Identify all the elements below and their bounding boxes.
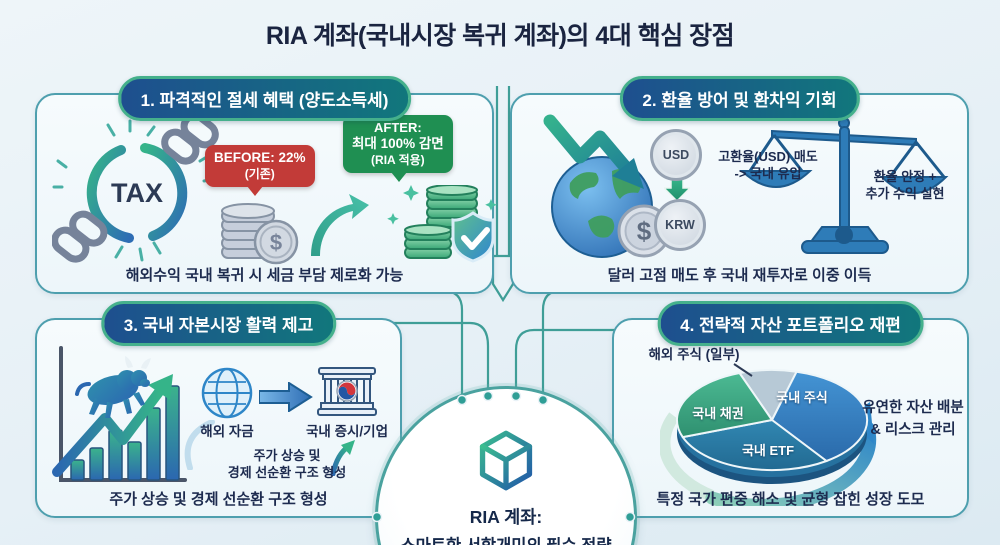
balance-scale-icon	[739, 117, 949, 254]
slice-domestic-bond	[675, 372, 773, 439]
badge-tail	[246, 185, 263, 196]
globe-icon	[201, 367, 253, 419]
panel-portfolio: 4. 전략적 자산 포트폴리오 재편	[612, 301, 969, 518]
after-line1: AFTER:	[374, 120, 422, 135]
before-line2: (기존)	[244, 166, 275, 181]
panel4-header: 4. 전략적 자산 포트폴리오 재편	[657, 301, 924, 346]
after-badge: AFTER: 최대 100% 감면 (RIA 적용)	[343, 115, 453, 183]
ria-cube-logo	[479, 430, 533, 491]
falling-rate-arrow-icon	[543, 114, 639, 182]
panel-fx-defense: 2. 환율 방어 및 환차익 기회 $ U	[510, 76, 969, 294]
panel-tax-benefit: 1. 파격적인 절세 혜택 (양도소득세)	[35, 76, 497, 294]
bank-icon	[317, 367, 377, 416]
pie-label-domestic-etf: 국내 ETF	[741, 443, 795, 458]
after-line3: (RIA 적용)	[371, 153, 425, 168]
right-arrow-icon	[259, 382, 313, 412]
cycle-arrow-icon	[705, 421, 877, 506]
sparkle-icon	[387, 185, 497, 225]
callout-line	[733, 363, 753, 377]
center-summary-circle: RIA 계좌: 스마트한 서학개미의 필수 전략	[375, 386, 637, 545]
panel2-header: 2. 환율 방어 및 환차익 기회	[619, 76, 860, 121]
bull-market-chart-icon	[52, 346, 187, 482]
shield-check-icon	[451, 211, 495, 263]
up-arrow-icon	[330, 440, 355, 476]
dollar-symbol: $	[270, 230, 282, 255]
page-title: RIA 계좌(국내시장 복귀 계좌)의 4대 핵심 장점	[265, 22, 735, 50]
panel3-caption: 주가 상승 및 경제 선순환 구조 형성	[109, 491, 328, 508]
pie-label-domestic-bond: 국내 채권	[692, 406, 744, 421]
panel1-header: 1. 파격적인 절세 혜택 (양도소득세)	[117, 76, 412, 121]
swoosh-icon	[184, 420, 215, 470]
tax-label: TAX	[111, 178, 163, 208]
slice-domestic-etf	[681, 419, 828, 472]
flex-allocation-note: 유연한 자산 배분 & 리스크 관리	[862, 400, 964, 438]
scale-right-label: 환율 안정 + 추가 수익 실현	[865, 169, 945, 201]
coin-stack-green-shield-icon	[387, 185, 497, 263]
before-line1: BEFORE: 22%	[214, 150, 306, 165]
panel2-caption: 달러 고점 매도 후 국내 재투자로 이중 이득	[607, 267, 872, 284]
panel4-caption: 특정 국가 편중 해소 및 균형 잡힌 성장 도모	[656, 491, 925, 508]
panel3-header: 3. 국내 자본시장 활력 제고	[100, 301, 337, 346]
panel-domestic-market: 3. 국내 자본시장 활력 제고	[35, 301, 402, 518]
pie-callout-label: 해외 주식 (일부)	[648, 347, 740, 362]
slice-domestic-stock	[771, 370, 869, 462]
krw-coin: KRW	[654, 199, 706, 251]
badge-tail	[391, 172, 408, 183]
usd-coin: USD	[650, 129, 702, 181]
pie-label-domestic-stock: 국내 주식	[776, 390, 828, 405]
bull-icon	[75, 356, 151, 418]
after-line2: 최대 100% 감면	[352, 136, 444, 152]
panel1-caption: 해외수익 국내 복귀 시 세금 부담 제로화 가능	[125, 267, 404, 284]
dollar-coin-symbol: $	[637, 216, 652, 246]
bank-label: 국내 증시/기업	[305, 424, 389, 439]
coin-stack-silver-icon: $	[221, 203, 299, 265]
scale-left-label: 고환율(USD) 매도 -> 국내 유입	[718, 149, 818, 181]
cycle-note: 주가 상승 및 경제 선순환 구조 형성	[227, 448, 347, 480]
globe-label: 해외 자금	[200, 424, 254, 439]
portfolio-pie-chart	[660, 363, 877, 506]
center-line1: RIA 계좌:	[469, 507, 543, 527]
growth-arrow-icon	[311, 194, 369, 256]
before-badge: BEFORE: 22% (기존)	[205, 145, 315, 196]
center-line2: 스마트한 서학개미의 필수 전략	[378, 532, 634, 545]
broken-tax-chain-icon: TAX	[52, 117, 219, 263]
down-arrow-icon	[664, 179, 690, 201]
